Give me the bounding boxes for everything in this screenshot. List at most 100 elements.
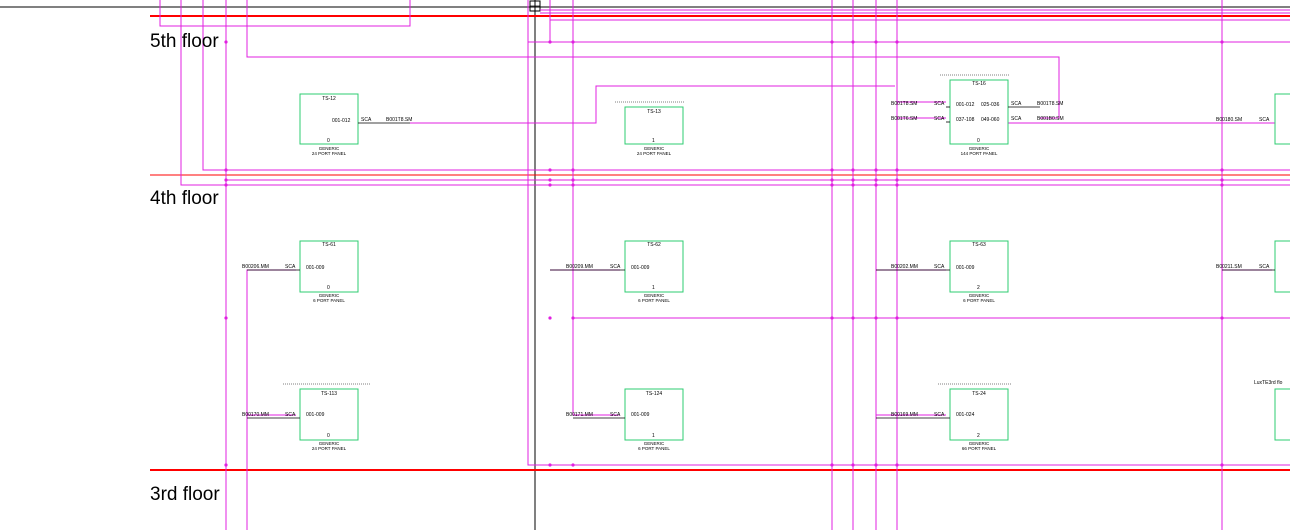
panel-box[interactable] — [299, 93, 359, 145]
panel-cable: B00171.MM — [566, 412, 593, 418]
panel-count: 0 — [327, 285, 330, 291]
panel-count: 1 — [652, 138, 655, 144]
edge-label: LuxTE3rd flo — [1254, 380, 1283, 386]
panel-desc: 24 PORT PANEL — [637, 151, 672, 156]
junction-dot — [830, 178, 834, 182]
panel-type: GENERIC — [969, 146, 990, 151]
junction-dot — [830, 183, 834, 187]
panel-box[interactable] — [299, 388, 359, 441]
junction-dot — [851, 40, 855, 44]
panel-id: TS-124 — [646, 391, 663, 397]
panel-count: 2 — [977, 285, 980, 291]
cable-path — [159, 0, 411, 27]
panel-box[interactable] — [949, 388, 1009, 441]
panel-port: SCA — [285, 264, 296, 270]
panel-cable-3: B001T8.SM — [1037, 101, 1063, 107]
panel-ts-63[interactable]: TS-63 001-009 2 GENERIC 6 PORT PANEL B00… — [876, 240, 1009, 303]
panel-type: GENERIC — [969, 293, 990, 298]
junction-dot — [874, 40, 878, 44]
junction-dot — [895, 183, 899, 187]
panel-ts-61[interactable]: TS-61 001-009 0 GENERIC 6 PORT PANEL B00… — [242, 240, 359, 303]
junction-dot — [895, 168, 899, 172]
junction-dot — [224, 178, 228, 182]
panel-box[interactable] — [299, 240, 359, 293]
edge-port: SCA — [1259, 264, 1270, 270]
panel-desc: 6 PORT PANEL — [638, 298, 670, 303]
junction-dot — [895, 40, 899, 44]
panel-type: GENERIC — [319, 441, 340, 446]
panels: TS-12 001-012 0 GENERIC 24 PORT PANEL SC… — [242, 74, 1290, 451]
panel-port: SCA — [610, 264, 621, 270]
panel-desc: 24 PORT PANEL — [312, 446, 347, 451]
cable-path — [528, 85, 895, 124]
junction-dot — [571, 183, 575, 187]
panel-id: TS-16 — [972, 81, 986, 87]
panel-ts-13[interactable]: TS-13 1 GENERIC 24 PORT PANEL — [615, 101, 684, 156]
panel-partial-right-top[interactable]: B00180.SM SCA — [1216, 93, 1290, 145]
panel-ts-124[interactable]: TS-124 001-009 1 GENERIC 6 PORT PANEL B0… — [566, 388, 684, 451]
panel-ts-113[interactable]: TS-113 001-009 0 GENERIC 24 PORT PANEL B… — [242, 383, 371, 451]
junction-dot — [874, 316, 878, 320]
junction-dot — [224, 463, 228, 467]
panel-box[interactable] — [624, 240, 684, 293]
panel-count: 2 — [977, 433, 980, 439]
edge-cable: B00180.SM — [1216, 117, 1242, 123]
cable-path — [202, 0, 1290, 171]
panel-cable: B00209.MM — [566, 264, 593, 270]
panel-box[interactable] — [624, 388, 684, 441]
junction-dot — [548, 168, 552, 172]
panel-cable: B001T8.SM — [386, 117, 412, 123]
panel-box[interactable] — [624, 106, 684, 145]
panel-box[interactable] — [1274, 388, 1290, 441]
junction-dot — [851, 178, 855, 182]
junction-dot — [571, 316, 575, 320]
panel-count: 0 — [327, 433, 330, 439]
junction-dot — [548, 316, 552, 320]
panel-box[interactable] — [949, 240, 1009, 293]
panel-cable-4: B001B0.SM — [1037, 116, 1064, 122]
panel-range: 001-009 — [956, 265, 975, 271]
junction-dot — [874, 178, 878, 182]
panel-range: 001-009 — [306, 412, 325, 418]
junction-dot — [830, 463, 834, 467]
panel-partial-right-mid[interactable]: B00211.SM SCA — [1216, 240, 1290, 293]
panel-range: 001-012 — [956, 102, 975, 108]
panel-range-2: 025-036 — [981, 102, 1000, 108]
junction-dot — [830, 40, 834, 44]
panel-port: SCA — [934, 101, 945, 107]
junction-dot — [571, 40, 575, 44]
panel-range: 001-009 — [631, 265, 650, 271]
panel-cable: B001T8.SM — [891, 101, 917, 107]
panel-id: TS-13 — [647, 109, 661, 115]
junction-dot — [851, 463, 855, 467]
panel-port: SCA — [610, 412, 621, 418]
panel-box[interactable] — [949, 79, 1009, 145]
panel-cable: B00206.MM — [242, 264, 269, 270]
panel-ts-24[interactable]: TS-24 001-024 2 GENERIC 66 PORT PANEL B0… — [876, 383, 1012, 451]
panel-ts-16[interactable]: TS-16 001-012 025-036 037-108 049-060 0 … — [891, 74, 1064, 156]
panel-desc: 6 PORT PANEL — [313, 298, 345, 303]
panel-id: TS-24 — [972, 391, 986, 397]
edge-cable: B00211.SM — [1216, 264, 1242, 270]
panel-range: 001-009 — [631, 412, 650, 418]
junction-dot — [548, 40, 552, 44]
panel-desc: 24 PORT PANEL — [312, 151, 347, 156]
panel-ts-62[interactable]: TS-62 001-009 1 GENERIC 6 PORT PANEL B00… — [550, 240, 684, 303]
panel-desc: 66 PORT PANEL — [962, 446, 997, 451]
panel-ts-12[interactable]: TS-12 001-012 0 GENERIC 24 PORT PANEL SC… — [299, 93, 412, 156]
edge-port: SCA — [1259, 117, 1270, 123]
junction-dot — [830, 316, 834, 320]
junction-dot — [874, 463, 878, 467]
panel-box[interactable] — [1274, 240, 1290, 293]
panel-range: 001-012 — [332, 118, 351, 124]
panel-id: TS-61 — [322, 242, 336, 248]
junction-dot — [548, 178, 552, 182]
junction-dot — [548, 183, 552, 187]
panel-count: 0 — [977, 138, 980, 144]
panel-box[interactable] — [1274, 93, 1290, 145]
junction-dot — [571, 463, 575, 467]
panel-partial-right-bottom[interactable]: LuxTE3rd flo — [1254, 380, 1290, 441]
panel-port: SCA — [361, 117, 372, 123]
panel-id: TS-113 — [321, 391, 337, 397]
